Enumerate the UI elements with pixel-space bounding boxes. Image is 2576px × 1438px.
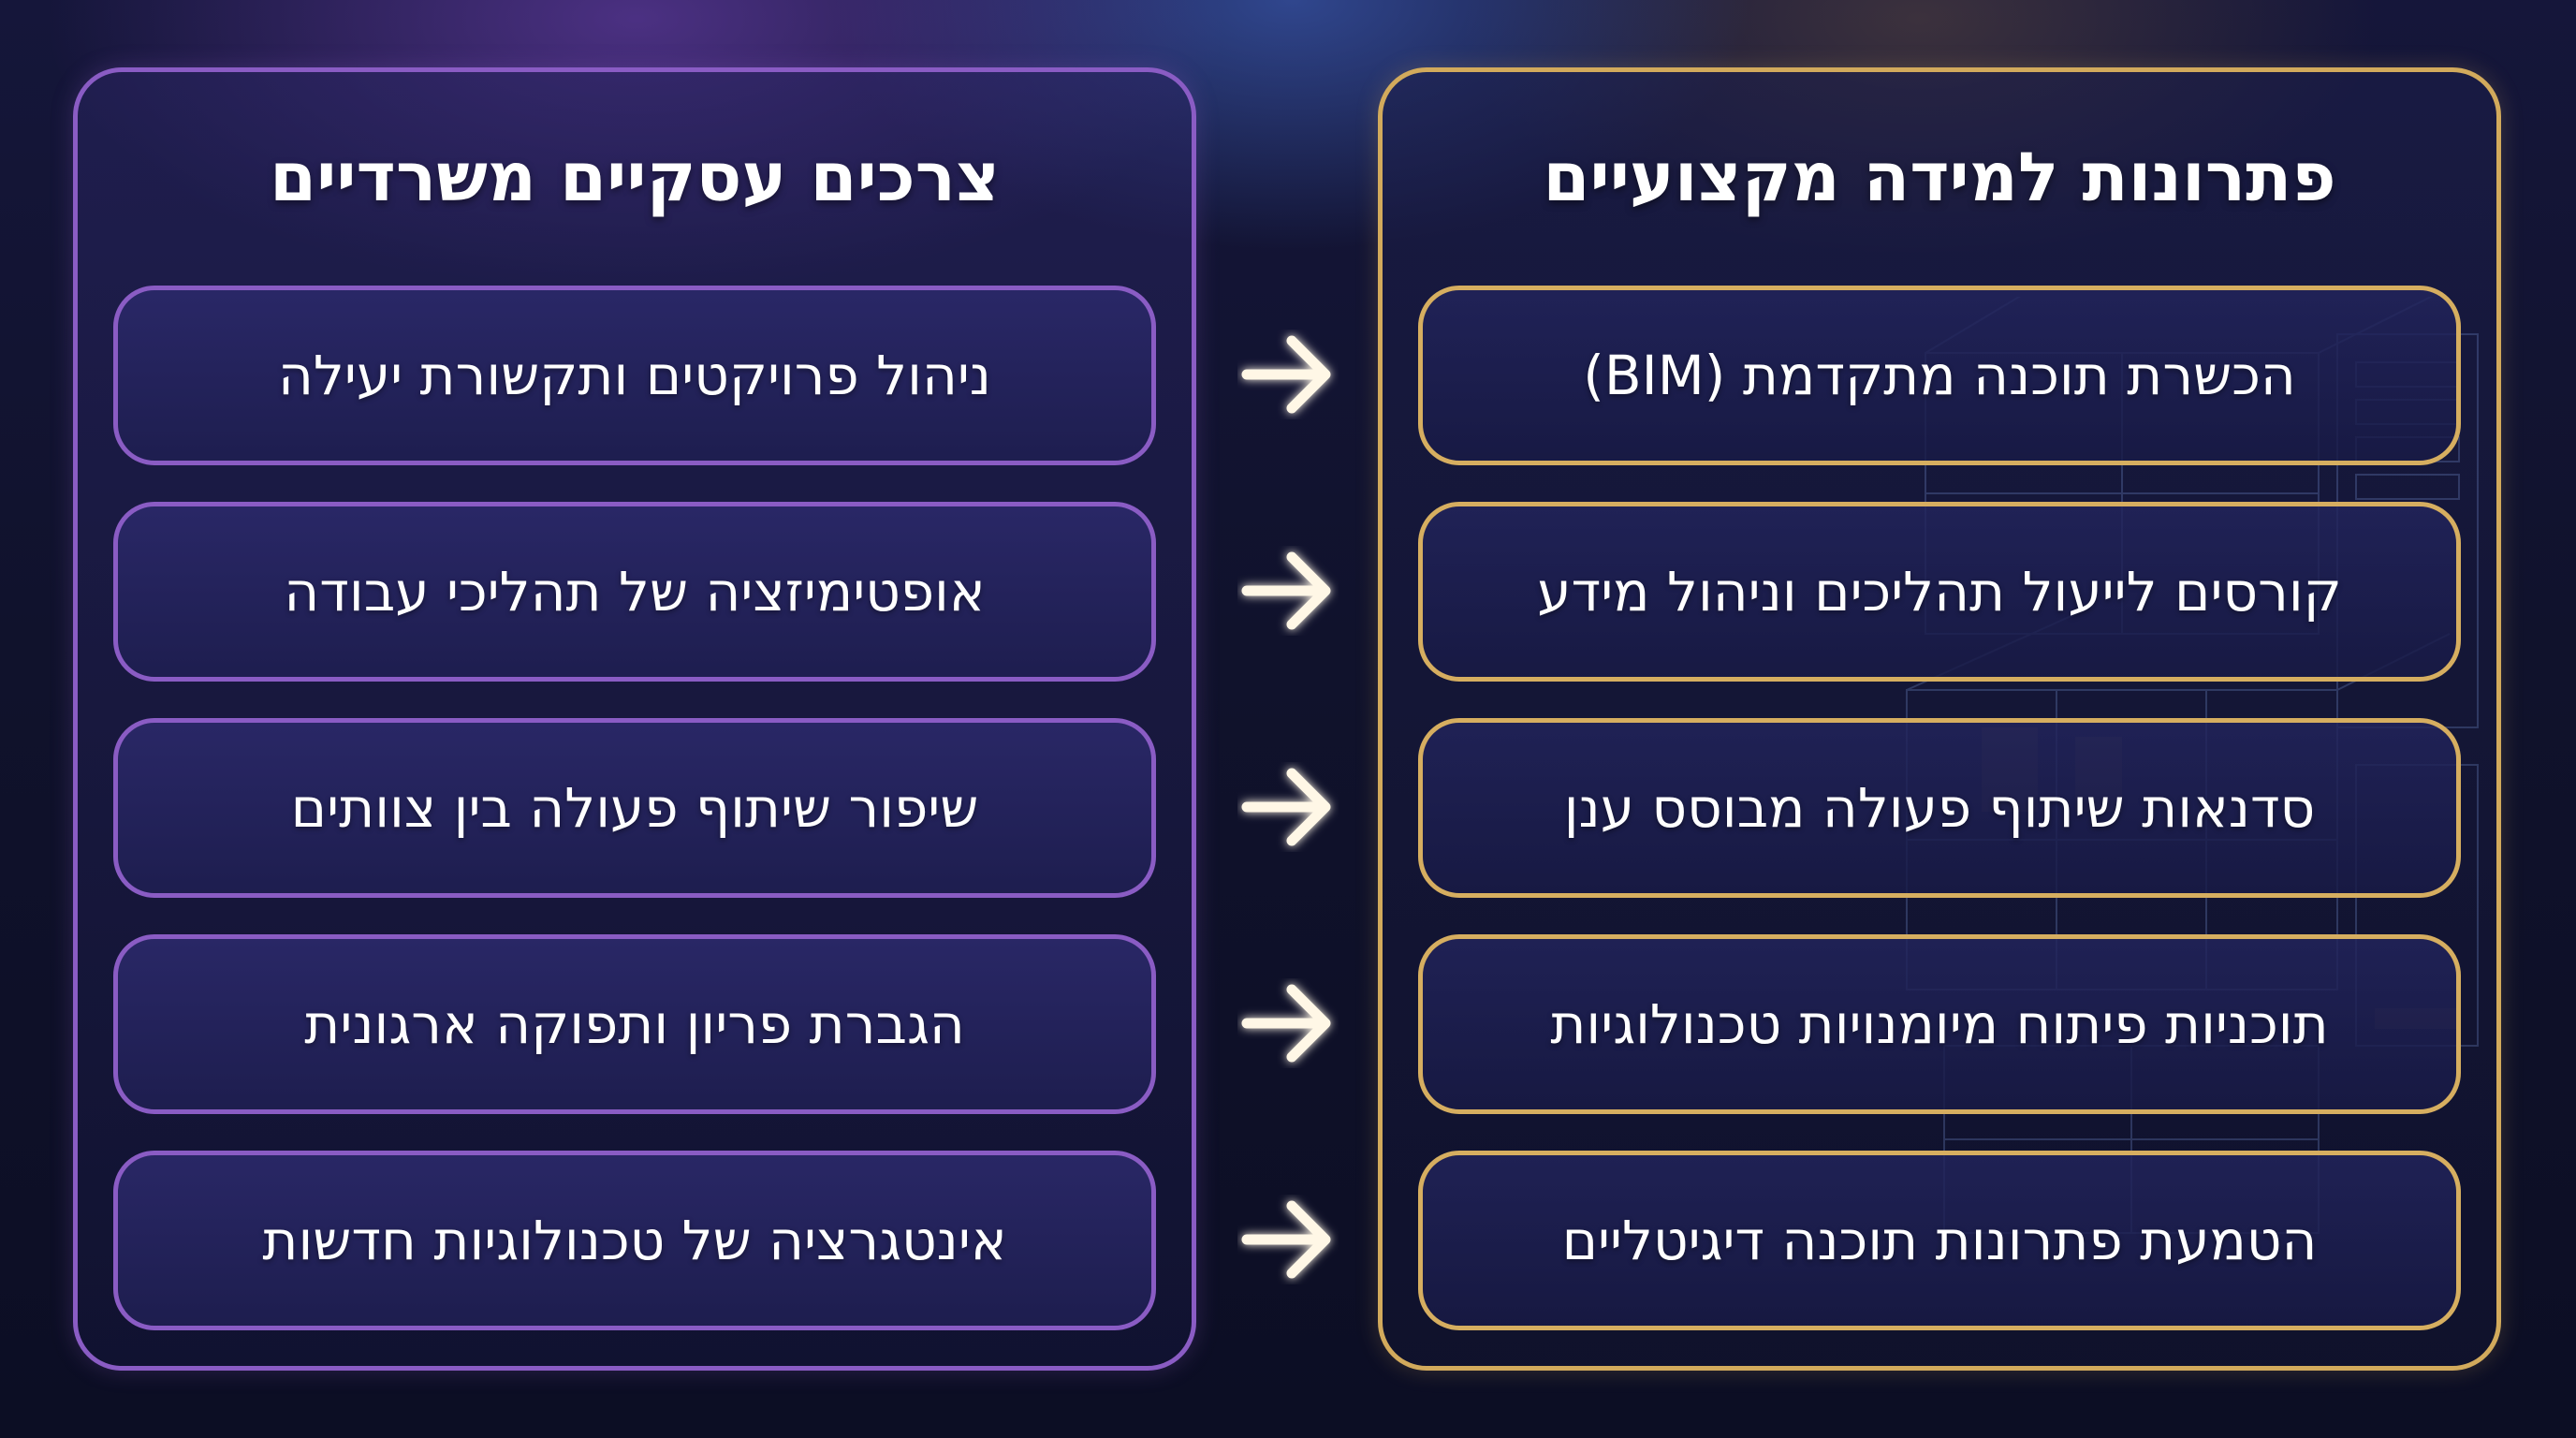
solution-card-2: קורסים לייעול תהליכים וניהול מידע — [1418, 502, 2461, 682]
arrow-right-icon — [1241, 984, 1331, 1063]
business-needs-title: צרכים עסקיים משרדיים — [270, 138, 1000, 216]
need-card-1: ניהול פרויקטים ותקשורת יעילה — [113, 286, 1156, 465]
solution-card-text: הכשרת תוכנה מתקדמת (BIM) — [1583, 344, 2296, 407]
solution-card-4: תוכניות פיתוח מיומנויות טכנולוגיות — [1418, 934, 2461, 1114]
need-card-text: שיפור שיתוף פעולה בין צוותים — [290, 776, 979, 840]
need-card-5: אינטגרציה של טכנולוגיות חדשות — [113, 1151, 1156, 1330]
learning-solutions-panel: פתרונות למידה מקצועיים הכשרת תוכנה מתקדמ… — [1378, 67, 2501, 1371]
solution-card-text: סדנאות שיתוף פעולה מבוסס ענן — [1563, 776, 2316, 840]
solution-card-3: סדנאות שיתוף פעולה מבוסס ענן — [1418, 718, 2461, 898]
solution-card-1: הכשרת תוכנה מתקדמת (BIM) — [1418, 286, 2461, 465]
arrow-right-icon — [1241, 335, 1331, 414]
need-card-text: הגברת פריון ותפוקה ארגונית — [304, 992, 965, 1056]
arrow-right-icon — [1241, 551, 1331, 630]
need-card-4: הגברת פריון ותפוקה ארגונית — [113, 934, 1156, 1114]
need-card-text: אופטימיזציה של תהליכי עבודה — [284, 560, 986, 624]
need-card-text: אינטגרציה של טכנולוגיות חדשות — [262, 1209, 1007, 1272]
arrow-right-icon — [1241, 768, 1331, 846]
arrow-right-icon — [1241, 1200, 1331, 1279]
solution-card-text: תוכניות פיתוח מיומנויות טכנולוגיות — [1550, 992, 2329, 1056]
need-card-3: שיפור שיתוף פעולה בין צוותים — [113, 718, 1156, 898]
need-card-text: ניהול פרויקטים ותקשורת יעילה — [277, 344, 992, 407]
solution-card-text: הטמעת פתרונות תוכנה דיגיטליים — [1561, 1209, 2318, 1272]
need-card-2: אופטימיזציה של תהליכי עבודה — [113, 502, 1156, 682]
business-needs-panel: צרכים עסקיים משרדיים ניהול פרויקטים ותקש… — [73, 67, 1196, 1371]
learning-solutions-title: פתרונות למידה מקצועיים — [1543, 138, 2336, 216]
solution-card-5: הטמעת פתרונות תוכנה דיגיטליים — [1418, 1151, 2461, 1330]
solution-card-text: קורסים לייעול תהליכים וניהול מידע — [1537, 560, 2342, 624]
